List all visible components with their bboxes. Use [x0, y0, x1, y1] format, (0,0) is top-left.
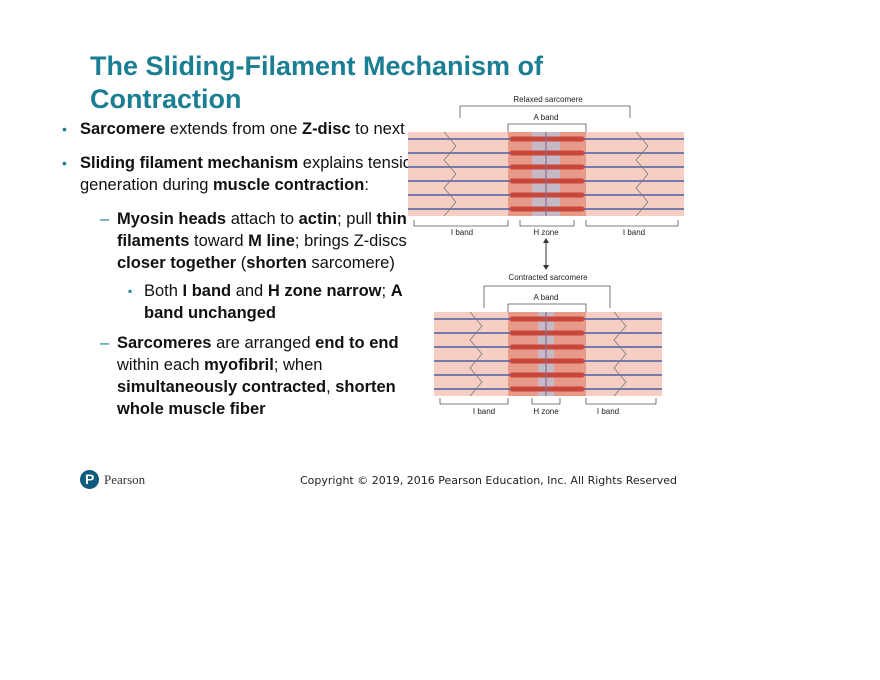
relaxed-i-band-label-left: I band — [451, 228, 473, 237]
contracted-i-band-label-right: I band — [597, 407, 619, 416]
pearson-logo-mark: P — [80, 470, 99, 489]
relaxed-sarcomere — [408, 131, 684, 217]
bullet-item-level-3: ▪ Both I band and H zone narrow; A band u… — [62, 280, 442, 324]
myosin-filament — [510, 164, 584, 170]
myosin-filament — [510, 344, 584, 350]
relaxed-i-band-label-right: I band — [623, 228, 645, 237]
copyright-notice: Copyright © 2019, 2016 Pearson Education… — [300, 474, 677, 487]
bold-term: Sliding filament mechanism — [80, 154, 299, 172]
bold-term: A band unchanged — [144, 282, 402, 322]
bold-term: shorten — [246, 254, 307, 272]
z-disc — [635, 131, 649, 217]
bold-term: Z-disc — [301, 120, 351, 138]
slide-title: The Sliding-Filament Mechanism of Contra… — [90, 51, 544, 114]
bold-term: H zone narrow — [267, 282, 382, 300]
text-run: sarcomere) — [306, 254, 395, 272]
bold-term: actin — [298, 210, 338, 228]
bullet-text: Sliding filament mechanism explains tens… — [80, 152, 442, 196]
text-run: toward — [189, 232, 249, 250]
bullet-item-level-2: –Sarcomeres are arranged end to end with… — [62, 332, 442, 420]
bullet-marker: • — [62, 121, 67, 137]
bullet-list: • Sarcomere extends from one Z-disc to ne… — [62, 118, 442, 426]
text-run: ( — [236, 254, 247, 272]
myosin-filament — [510, 192, 584, 198]
bold-term: Sarcomeres — [117, 334, 212, 352]
bold-term: closer together — [117, 254, 237, 272]
bullet-item-level-1: • Sarcomere extends from one Z-disc to ne… — [62, 118, 442, 140]
bold-term: I band — [182, 282, 232, 300]
bold-term: muscle contraction — [213, 176, 365, 194]
relaxed-a-band-label: A band — [534, 113, 559, 122]
myosin-filament — [510, 178, 584, 184]
bold-term: M line — [248, 232, 295, 250]
bold-term: end to end — [315, 334, 399, 352]
relaxed-label: Relaxed sarcomere — [513, 95, 583, 104]
text-run: , — [326, 378, 336, 396]
bullet-text: Myosin heads attach to actin; pull thin … — [117, 208, 442, 274]
bullet-marker: • — [62, 155, 67, 171]
myosin-filament — [510, 316, 584, 322]
text-run: attach to — [226, 210, 299, 228]
contracted-a-band-bracket — [507, 303, 587, 312]
pearson-logo-text: Pearson — [104, 472, 146, 487]
bullet-item-level-1: • Sliding filament mechanism explains ten… — [62, 152, 442, 196]
pearson-logo: P Pearson — [80, 470, 180, 492]
text-run: ; — [381, 282, 391, 300]
bold-term: myofibril — [204, 356, 274, 374]
text-run: within each — [117, 356, 205, 374]
contracted-label: Contracted sarcomere — [508, 273, 588, 282]
text-run: : — [364, 176, 369, 194]
bold-term: simultaneously contracted — [117, 378, 327, 396]
myosin-filament — [510, 150, 584, 156]
z-disc — [443, 131, 457, 217]
relaxed-band-brackets — [413, 220, 679, 227]
myosin-filament — [510, 358, 584, 364]
bold-term: thin filaments — [117, 210, 407, 250]
myosin-filament — [510, 206, 584, 212]
z-disc — [613, 311, 627, 397]
pearson-logo-letter: P — [85, 471, 95, 487]
contracted-a-band-label: A band — [534, 293, 559, 302]
contracted-bracket — [483, 285, 611, 308]
text-run: extends from one — [165, 120, 302, 138]
text-run: Both — [144, 282, 183, 300]
bullet-text: Sarcomeres are arranged end to end withi… — [117, 332, 442, 420]
sarcomere-figure: Relaxed sarcomere A band I band H zone I… — [400, 90, 690, 430]
contracted-h-zone-label: H zone — [533, 407, 559, 416]
myosin-filament — [510, 330, 584, 336]
relaxed-a-band-bracket — [507, 123, 587, 132]
relaxed-bracket — [459, 105, 631, 118]
bold-term: Myosin heads — [117, 210, 227, 228]
contracted-band-brackets — [439, 398, 657, 405]
bullet-text: Both I band and H zone narrow; A band un… — [144, 280, 442, 324]
bullet-marker: – — [100, 334, 110, 352]
text-run: ; pull — [337, 210, 377, 228]
text-run: ; brings Z-discs — [294, 232, 407, 250]
z-disc — [469, 311, 483, 397]
bold-term: shorten whole muscle fiber — [117, 378, 396, 418]
bullet-marker: – — [100, 210, 110, 228]
sarcomere-diagram: Relaxed sarcomere A band I band H zone I… — [408, 95, 684, 416]
bullet-item-level-2: –Myosin heads attach to actin; pull thin… — [62, 208, 442, 274]
bold-term: Sarcomere — [80, 120, 166, 138]
text-run: and — [231, 282, 268, 300]
myosin-filament — [510, 386, 584, 392]
text-run: explains tension generation during — [80, 154, 422, 194]
myosin-filament — [510, 136, 584, 142]
contracted-sarcomere — [434, 311, 662, 397]
bullet-text: Sarcomere extends from one Z-disc to nex… — [80, 118, 442, 140]
text-run: to next — [350, 120, 405, 138]
relaxed-h-zone-label: H zone — [533, 228, 559, 237]
text-run: are arranged — [211, 334, 316, 352]
bullet-marker: ▪ — [128, 284, 133, 298]
text-run: ; when — [273, 356, 323, 374]
contracted-i-band-label-left: I band — [473, 407, 495, 416]
myosin-filament — [510, 372, 584, 378]
